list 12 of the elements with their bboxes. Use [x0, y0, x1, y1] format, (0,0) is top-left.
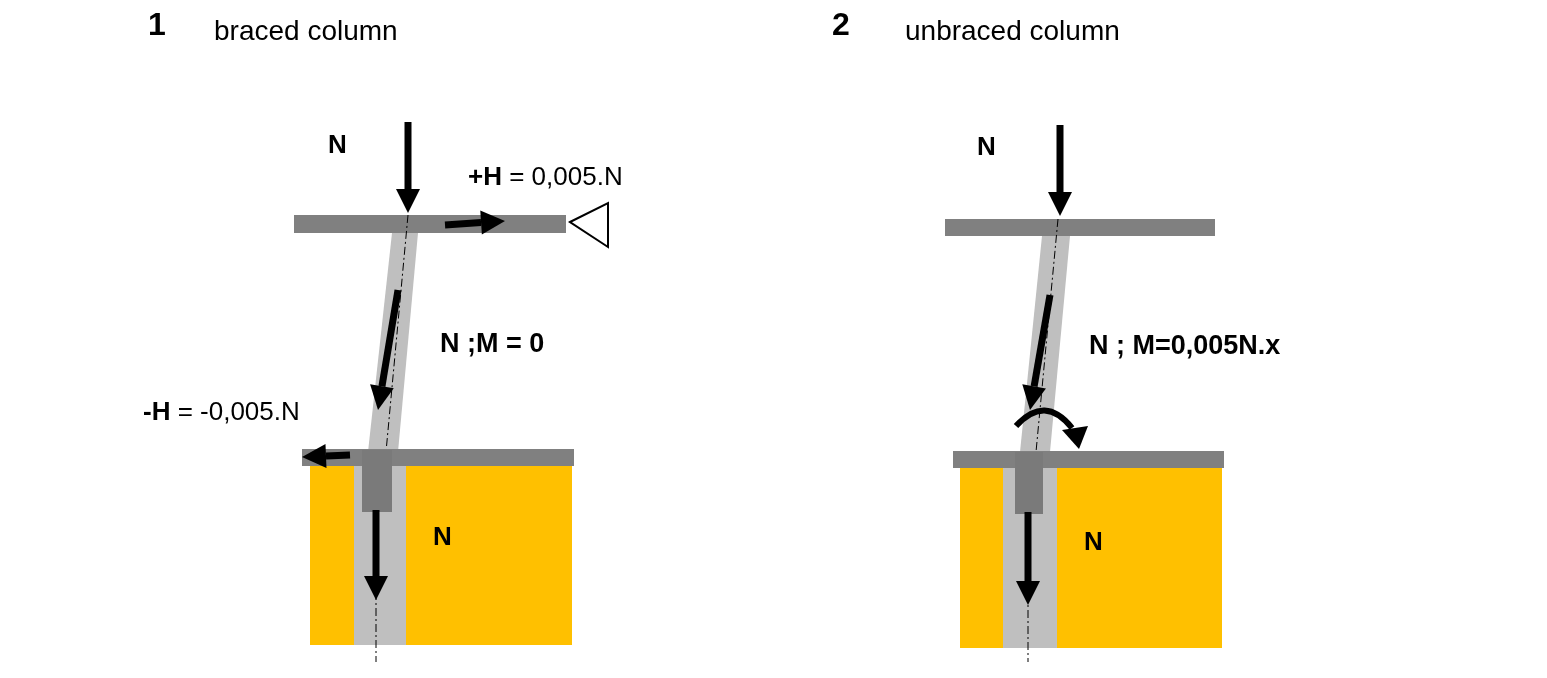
panel-title: braced column	[214, 15, 398, 48]
force-label: N	[977, 132, 996, 162]
panel-title: unbraced column	[905, 15, 1120, 48]
panel-number: 1	[148, 6, 166, 43]
force-label: N	[433, 522, 452, 552]
force-label: N	[328, 130, 347, 160]
force-label: -H = -0,005.N	[143, 397, 300, 427]
force-label: N ;M = 0	[440, 328, 545, 360]
force-label: N ; M=0,005N.x	[1089, 330, 1281, 362]
panel-number: 2	[832, 6, 850, 43]
force-label: N	[1084, 527, 1103, 557]
force-label: +H = 0,005.N	[468, 162, 623, 192]
